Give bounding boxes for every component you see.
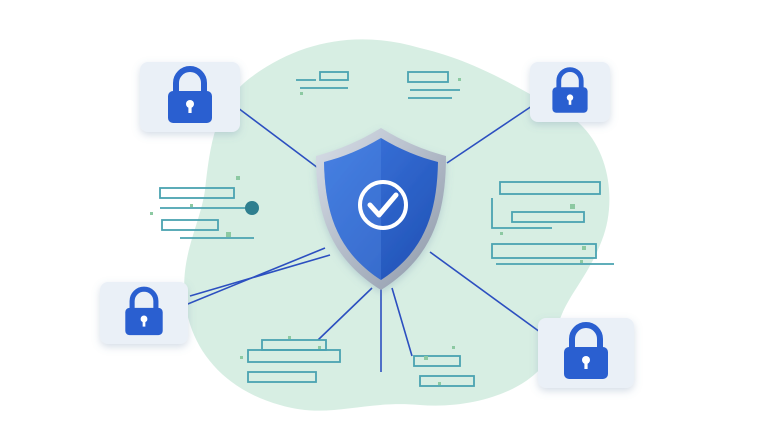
shield-check-icon bbox=[316, 128, 446, 290]
check-circle bbox=[358, 180, 408, 230]
circuit-trace bbox=[296, 79, 348, 89]
circuit-block bbox=[407, 71, 449, 83]
connector-line bbox=[237, 107, 319, 169]
circuit-block bbox=[413, 355, 461, 367]
connector-line bbox=[391, 287, 413, 357]
lock-icon bbox=[125, 286, 163, 336]
lock-icon bbox=[564, 322, 608, 379]
circuit-node bbox=[245, 201, 259, 215]
circuit-block bbox=[247, 349, 341, 363]
connector-line bbox=[446, 105, 533, 164]
circuit-block bbox=[491, 243, 597, 259]
circuit-block bbox=[319, 71, 349, 81]
circuit-block bbox=[159, 187, 235, 199]
connector-lines bbox=[177, 105, 541, 372]
green-flecks bbox=[150, 78, 586, 385]
lock-icon bbox=[552, 67, 588, 113]
circuit-trace bbox=[491, 198, 552, 229]
circuit-block bbox=[247, 371, 317, 383]
circuit-trace bbox=[408, 89, 460, 99]
circuit-block bbox=[511, 211, 585, 223]
circuit-block bbox=[499, 181, 601, 195]
circuit-nodes bbox=[245, 201, 259, 215]
checkmark-icon bbox=[367, 192, 399, 218]
connector-line bbox=[429, 251, 541, 333]
connector-line bbox=[189, 254, 331, 297]
circuit-block bbox=[419, 375, 475, 387]
connector-line bbox=[317, 287, 373, 341]
circuit-decorations bbox=[159, 71, 614, 387]
circuit-block bbox=[161, 219, 219, 231]
shield-highlight bbox=[324, 138, 381, 280]
lock-icon bbox=[168, 66, 212, 123]
